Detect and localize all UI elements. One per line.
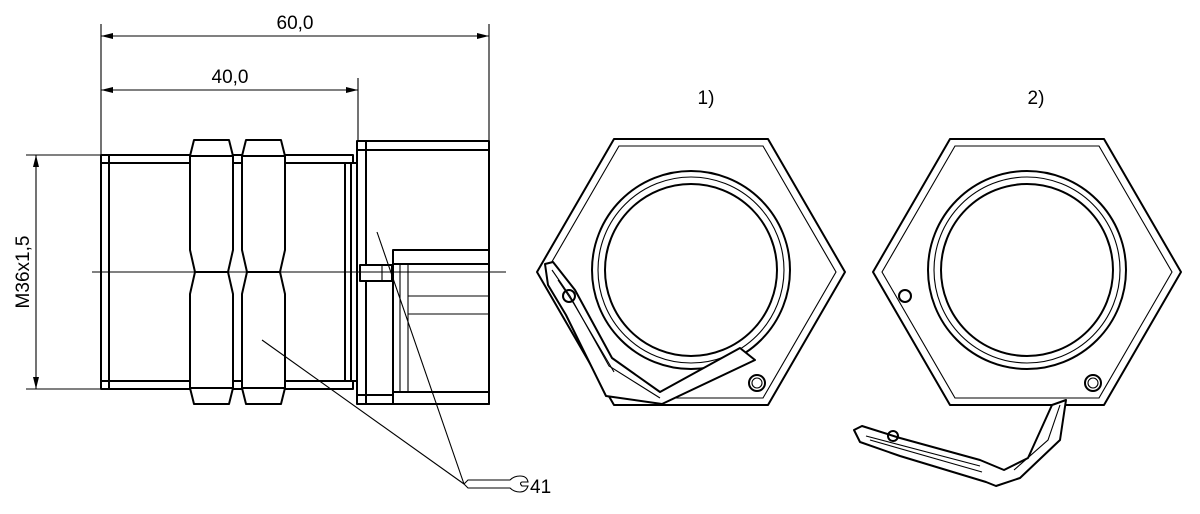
flap-closed [544,261,756,405]
dimension-thread-length: 40,0 [101,67,359,141]
flap-open [853,399,1067,487]
dimension-thread-size: M36x1,5 [13,154,101,390]
hex-nut-1 [536,138,846,406]
thread-size-label: M36x1,5 [13,236,34,309]
side-view [92,139,506,405]
wrench-callout: 41 [261,231,551,498]
view-1-label: 1) [698,88,715,109]
front-view-1: 1) [536,88,846,406]
overall-length-label: 60,0 [277,13,314,34]
sensor-face-1 [591,170,791,370]
sensor-face-2 [927,170,1127,370]
wrench-icon [463,475,529,493]
front-view-2: 2) [853,88,1182,487]
thread-length-label: 40,0 [212,67,249,88]
dimension-overall: 60,0 [100,13,490,155]
screw-hole-2 [1084,374,1102,392]
view-2-label: 2) [1028,88,1045,109]
wrench-size-label: 41 [530,477,551,498]
screw-hole-1 [748,374,766,392]
hex-nut-2 [872,138,1182,406]
